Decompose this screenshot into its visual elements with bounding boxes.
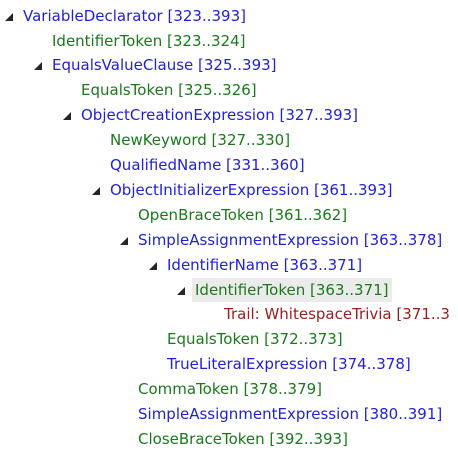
- tree-node-label: CommaToken [378..379]: [138, 380, 323, 398]
- expanded-triangle-icon[interactable]: [118, 228, 132, 252]
- tree-node-label: EqualsToken [325..326]: [81, 81, 257, 99]
- tree-row[interactable]: EqualsValueClause [325..393]: [32, 53, 277, 77]
- expanded-triangle-icon[interactable]: [90, 178, 104, 202]
- tree-row[interactable]: ObjectCreationExpression [327..393]: [61, 103, 358, 127]
- collapsed-triangle-icon[interactable]: [61, 78, 75, 102]
- tree-row[interactable]: NewKeyword [327..330]: [90, 128, 290, 152]
- tree-node-label: NewKeyword [327..330]: [110, 131, 291, 149]
- tree-node-label: ObjectCreationExpression [327..393]: [81, 106, 359, 124]
- collapsed-triangle-icon[interactable]: [90, 128, 104, 152]
- tree-node-label: SimpleAssignmentExpression [363..378]: [138, 231, 443, 249]
- tree-row[interactable]: QualifiedName [331..360]: [90, 153, 305, 177]
- tree-row[interactable]: Trail: WhitespaceTrivia [371..3: [224, 302, 450, 326]
- tree-row-selected[interactable]: IdentifierToken [363..371]: [175, 278, 392, 302]
- tree-row[interactable]: CloseBraceToken [392..393]: [138, 427, 348, 451]
- tree-row[interactable]: SimpleAssignmentExpression [380..391]: [118, 402, 442, 426]
- tree-row[interactable]: IdentifierName [363..371]: [147, 253, 362, 277]
- expanded-triangle-icon[interactable]: [32, 53, 46, 77]
- tree-row[interactable]: EqualsToken [372..373]: [147, 327, 343, 351]
- tree-node-label: VariableDeclarator [323..393]: [23, 7, 246, 25]
- expanded-triangle-icon[interactable]: [175, 278, 189, 302]
- tree-node-label: OpenBraceToken [361..362]: [138, 206, 348, 224]
- tree-node-label: IdentifierName [363..371]: [167, 256, 363, 274]
- tree-node-label: EqualsToken [372..373]: [167, 330, 343, 348]
- tree-row[interactable]: VariableDeclarator [323..393]: [3, 4, 246, 28]
- tree-node-label: IdentifierToken [323..324]: [52, 32, 246, 50]
- tree-row[interactable]: ObjectInitializerExpression [361..393]: [90, 178, 393, 202]
- tree-row[interactable]: IdentifierToken [323..324]: [32, 29, 246, 53]
- tree-node-label: IdentifierToken [363..371]: [192, 278, 392, 302]
- collapsed-triangle-icon[interactable]: [118, 203, 132, 227]
- tree-node-label: CloseBraceToken [392..393]: [138, 430, 348, 448]
- collapsed-triangle-icon[interactable]: [118, 402, 132, 426]
- tree-node-label: QualifiedName [331..360]: [110, 156, 305, 174]
- tree-node-label: SimpleAssignmentExpression [380..391]: [138, 405, 443, 423]
- expanded-triangle-icon[interactable]: [61, 103, 75, 127]
- tree-row[interactable]: TrueLiteralExpression [374..378]: [147, 352, 411, 376]
- collapsed-triangle-icon[interactable]: [147, 327, 161, 351]
- tree-node-label: Trail: WhitespaceTrivia [371..3: [224, 305, 450, 323]
- collapsed-triangle-icon[interactable]: [147, 352, 161, 376]
- tree-node-label: TrueLiteralExpression [374..378]: [167, 355, 411, 373]
- collapsed-triangle-icon[interactable]: [32, 29, 46, 53]
- expanded-triangle-icon[interactable]: [3, 4, 17, 28]
- tree-node-label: ObjectInitializerExpression [361..393]: [110, 181, 393, 199]
- expanded-triangle-icon[interactable]: [147, 253, 161, 277]
- tree-row[interactable]: EqualsToken [325..326]: [61, 78, 257, 102]
- tree-row[interactable]: SimpleAssignmentExpression [363..378]: [118, 228, 442, 252]
- tree-node-label: EqualsValueClause [325..393]: [52, 56, 277, 74]
- collapsed-triangle-icon[interactable]: [118, 377, 132, 401]
- tree-row[interactable]: CommaToken [378..379]: [118, 377, 322, 401]
- tree-row[interactable]: OpenBraceToken [361..362]: [118, 203, 347, 227]
- collapsed-triangle-icon[interactable]: [90, 153, 104, 177]
